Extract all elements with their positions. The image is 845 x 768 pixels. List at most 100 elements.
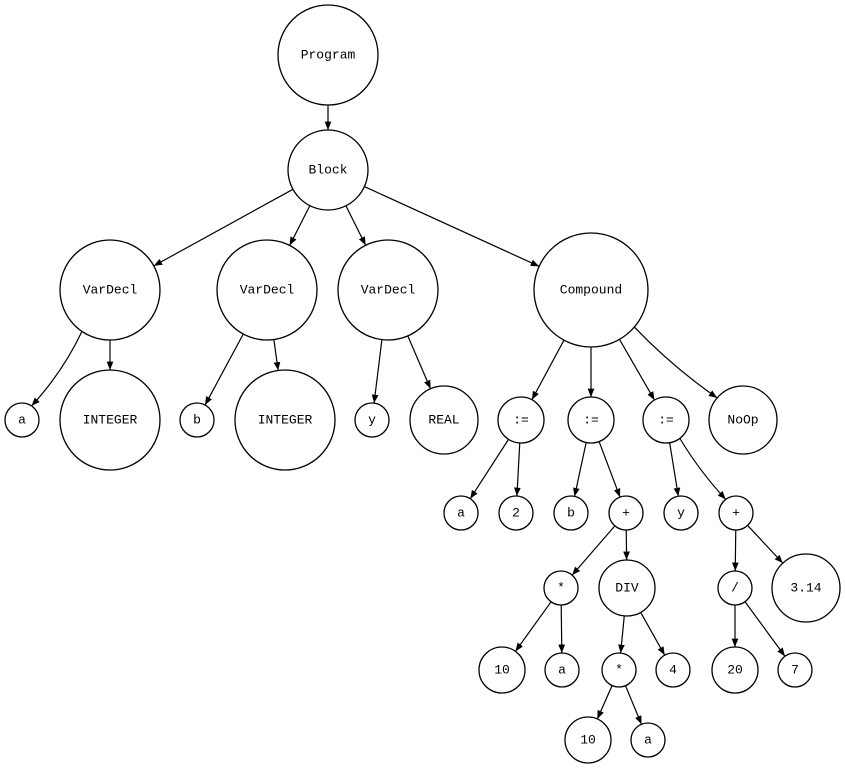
edge--to- bbox=[598, 441, 621, 498]
node-circle bbox=[642, 396, 690, 444]
node-circle bbox=[711, 646, 759, 694]
edge-compound-to-noop bbox=[633, 326, 718, 399]
node-circle bbox=[544, 652, 580, 688]
node-label: Compound bbox=[560, 283, 622, 298]
node-label: 3.14 bbox=[790, 581, 821, 596]
node-label: 4 bbox=[669, 663, 677, 678]
tree-node: a bbox=[4, 402, 40, 438]
node-circle bbox=[663, 495, 699, 531]
node-label: NoOp bbox=[727, 413, 758, 428]
node-label: INTEGER bbox=[258, 413, 313, 428]
tree-node: NoOp bbox=[708, 385, 778, 455]
node-circle bbox=[655, 652, 691, 688]
node-label: REAL bbox=[428, 413, 459, 428]
tree-node: := bbox=[567, 396, 615, 444]
node-circle bbox=[4, 402, 40, 438]
node-label: a bbox=[457, 506, 465, 521]
node-circle bbox=[478, 646, 526, 694]
node-circle bbox=[533, 232, 649, 348]
tree-node: REAL bbox=[409, 385, 479, 455]
edge-block-to-vardecl bbox=[153, 188, 294, 267]
tree-node: * bbox=[601, 652, 637, 688]
tree-node: 3.14 bbox=[771, 553, 841, 623]
edge--to-a bbox=[558, 604, 566, 654]
node-circle bbox=[708, 385, 778, 455]
edge--to-10 bbox=[514, 601, 552, 652]
node-label: a bbox=[644, 733, 652, 748]
edges-layer bbox=[31, 105, 786, 725]
node-circle bbox=[608, 495, 644, 531]
tree-node: a bbox=[630, 722, 666, 758]
node-circle bbox=[216, 239, 318, 341]
node-circle bbox=[234, 369, 336, 471]
edge-vardecl-to-y bbox=[371, 339, 383, 404]
tree-node: VarDecl bbox=[59, 239, 161, 341]
tree-node: Compound bbox=[533, 232, 649, 348]
node-circle bbox=[771, 553, 841, 623]
tree-node: * bbox=[543, 570, 579, 606]
edge--to-y bbox=[669, 442, 681, 497]
tree-node: DIV bbox=[598, 559, 656, 617]
edge-vardecl-to-integer bbox=[273, 339, 281, 371]
edge--to-7 bbox=[744, 601, 786, 657]
node-circle bbox=[277, 4, 379, 106]
edge--to-b bbox=[573, 442, 587, 497]
node-circle bbox=[601, 652, 637, 688]
node-circle bbox=[718, 495, 754, 531]
node-label: := bbox=[513, 413, 529, 428]
tree-node: + bbox=[608, 495, 644, 531]
node-circle bbox=[179, 402, 215, 438]
node-label: * bbox=[615, 663, 623, 678]
edge--to- bbox=[571, 525, 616, 576]
edge--to- bbox=[731, 529, 739, 572]
node-circle bbox=[498, 495, 534, 531]
node-circle bbox=[287, 129, 369, 211]
tree-node: a bbox=[544, 652, 580, 688]
tree-node: y bbox=[663, 495, 699, 531]
tree-node: b bbox=[179, 402, 215, 438]
edge--to- bbox=[679, 438, 727, 500]
node-circle bbox=[543, 570, 579, 606]
node-circle bbox=[497, 396, 545, 444]
tree-node: VarDecl bbox=[337, 239, 439, 341]
node-label: 7 bbox=[791, 663, 799, 678]
tree-node: a bbox=[443, 495, 479, 531]
node-circle bbox=[630, 722, 666, 758]
tree-node: := bbox=[497, 396, 545, 444]
node-label: * bbox=[557, 581, 565, 596]
node-label: INTEGER bbox=[83, 413, 138, 428]
edge-block-to-vardecl bbox=[345, 205, 367, 246]
tree-node: INTEGER bbox=[59, 369, 161, 471]
tree-node: + bbox=[718, 495, 754, 531]
node-label: Block bbox=[308, 163, 347, 178]
node-label: + bbox=[622, 506, 630, 521]
node-label: a bbox=[558, 663, 566, 678]
node-label: := bbox=[583, 413, 599, 428]
edge-compound-to- bbox=[531, 339, 565, 401]
node-circle bbox=[443, 495, 479, 531]
node-label: a bbox=[18, 413, 26, 428]
node-circle bbox=[567, 396, 615, 444]
tree-node: Block bbox=[287, 129, 369, 211]
node-circle bbox=[564, 716, 612, 764]
edge-vardecl-to-b bbox=[204, 333, 244, 406]
edge-div-to- bbox=[618, 615, 625, 654]
node-label: := bbox=[658, 413, 674, 428]
node-label: Program bbox=[301, 48, 356, 63]
tree-node: := bbox=[642, 396, 690, 444]
edge--to-a bbox=[624, 685, 643, 725]
tree-node: 2 bbox=[498, 495, 534, 531]
node-label: y bbox=[368, 413, 376, 428]
node-label: b bbox=[567, 506, 575, 521]
tree-node: 7 bbox=[777, 652, 813, 688]
tree-node: Program bbox=[277, 4, 379, 106]
edge-block-to-compound bbox=[364, 186, 540, 267]
node-label: DIV bbox=[615, 581, 639, 596]
tree-node: / bbox=[717, 570, 753, 606]
node-circle bbox=[777, 652, 813, 688]
edge-vardecl-to-real bbox=[407, 335, 432, 390]
node-label: VarDecl bbox=[83, 283, 138, 298]
edge-vardecl-to-a bbox=[31, 331, 83, 407]
